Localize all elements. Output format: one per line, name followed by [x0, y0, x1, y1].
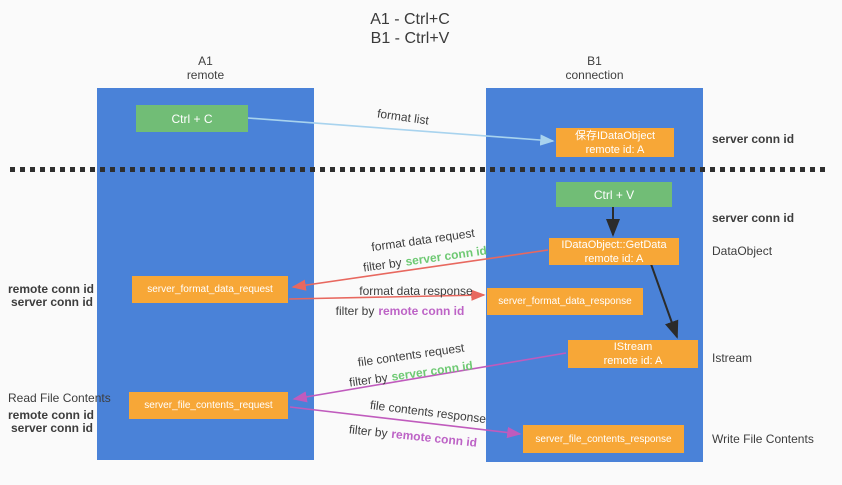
lane-header-b1: B1 connection — [486, 54, 703, 86]
node-ctrl-v: Ctrl + V — [556, 182, 672, 207]
node-idataobject-getdata: IDataObject::GetData remote id: A — [549, 238, 679, 265]
node-server-file-contents-request: server_file_contents_request — [129, 392, 288, 419]
arrow-getdata-to-istream — [650, 263, 679, 339]
arrow-format-data-request — [291, 249, 549, 291]
node-server-file-contents-response: server_file_contents_response — [523, 425, 684, 453]
section-divider-dotted-line — [10, 167, 830, 172]
arrow-format-data-response — [288, 289, 486, 301]
side-label-istream: Istream — [712, 351, 753, 365]
node-save-idataobject-line2: remote id: A — [585, 143, 645, 156]
node-server-format-data-request-label: server_format_data_request — [147, 284, 273, 295]
side-label-write-file-contents: Write File Contents — [712, 432, 814, 446]
lane-b1-subtitle: connection — [565, 68, 624, 82]
side-label-dataobject: DataObject — [712, 244, 773, 258]
side-label-server-conn-id-left-top: server conn id — [10, 295, 93, 309]
node-server-file-contents-request-label: server_file_contents_request — [144, 400, 273, 411]
lane-header-a1: A1 remote — [97, 54, 314, 86]
side-label-server-conn-id-left-bottom: server conn id — [10, 421, 93, 435]
arrow-format-list — [247, 117, 555, 146]
side-label-server-conn-id-mid: server conn id — [712, 211, 795, 225]
filter-by-text: filter by — [335, 304, 375, 318]
node-istream-line1: IStream — [613, 341, 653, 353]
node-server-file-contents-response-label: server_file_contents_response — [535, 433, 672, 445]
lane-a1-subtitle: remote — [186, 68, 225, 82]
node-ctrl-c: Ctrl + C — [136, 105, 248, 132]
node-istream: IStream remote id: A — [568, 340, 698, 368]
side-label-read-file-contents: Read File Contents — [8, 391, 111, 405]
arrow-file-contents-request — [292, 352, 567, 403]
label-format-data-response: format data response — [359, 284, 473, 298]
node-ctrl-c-label: Ctrl + C — [171, 111, 213, 126]
node-getdata-line1: IDataObject::GetData — [561, 238, 667, 251]
node-server-format-data-request: server_format_data_request — [132, 276, 288, 303]
node-getdata-line2: remote id: A — [584, 252, 644, 265]
node-save-idataobject-line1: 保存IDataObject — [574, 129, 656, 142]
node-server-format-data-response-label: server_format_data_response — [498, 296, 632, 307]
side-label-remote-conn-id-left-bottom: remote conn id — [8, 408, 95, 422]
title-line-1: A1 - Ctrl+C — [370, 11, 450, 28]
title-line-2: B1 - Ctrl+V — [370, 30, 450, 47]
node-server-format-data-response: server_format_data_response — [487, 288, 643, 315]
side-label-server-conn-id-top: server conn id — [712, 132, 795, 146]
node-ctrl-v-label: Ctrl + V — [593, 187, 635, 202]
node-save-idataobject: 保存IDataObject remote id: A — [556, 128, 674, 157]
side-label-remote-conn-id-left-top: remote conn id — [8, 282, 95, 296]
lane-a1-name: A1 — [198, 54, 213, 68]
node-istream-line2: remote id: A — [603, 355, 663, 367]
lane-b1-name: B1 — [587, 54, 602, 68]
remote-conn-id-text: remote conn id — [378, 304, 465, 318]
arrow-file-contents-response — [289, 406, 522, 439]
diagram-title: A1 - Ctrl+C B1 - Ctrl+V — [300, 10, 520, 48]
